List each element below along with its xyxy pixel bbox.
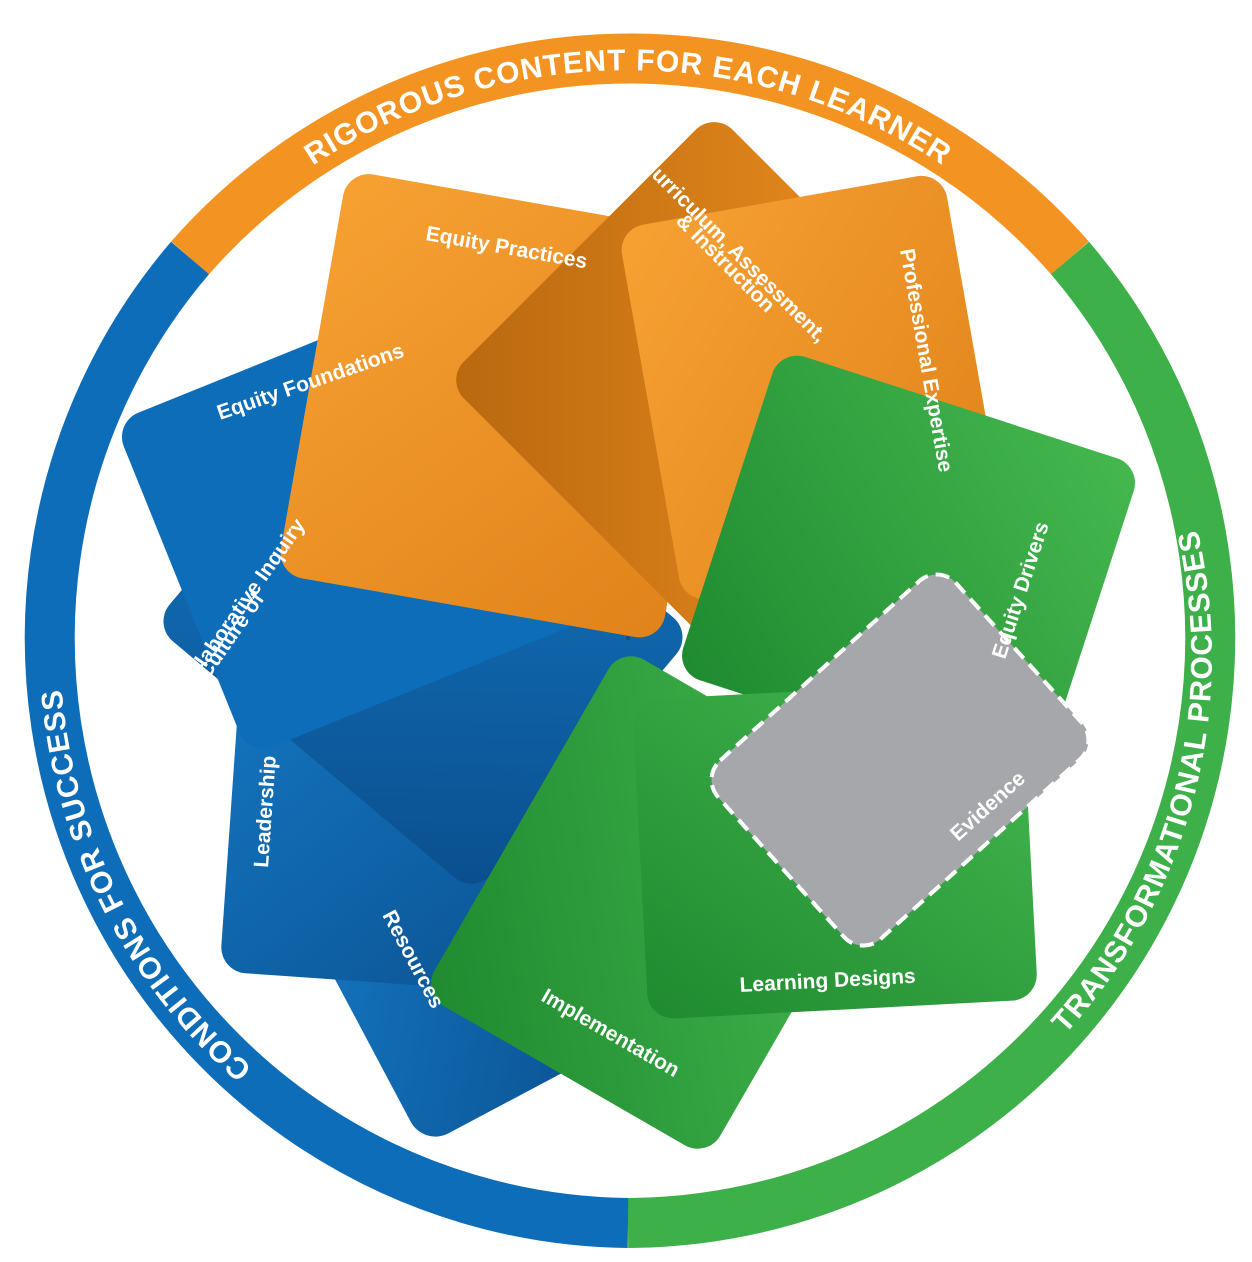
card-evidence: [709, 572, 1091, 948]
center-point: [626, 636, 630, 640]
ring-arc-blue: [24, 241, 629, 1248]
outer-ring: [24, 33, 1236, 1248]
ring-label-top: RIGOROUS CONTENT FOR EACH LEARNER: [299, 44, 957, 171]
ring-arc-green: [627, 241, 1236, 1248]
ring-arc-orange: [171, 33, 1089, 275]
cards: [121, 122, 1136, 1149]
